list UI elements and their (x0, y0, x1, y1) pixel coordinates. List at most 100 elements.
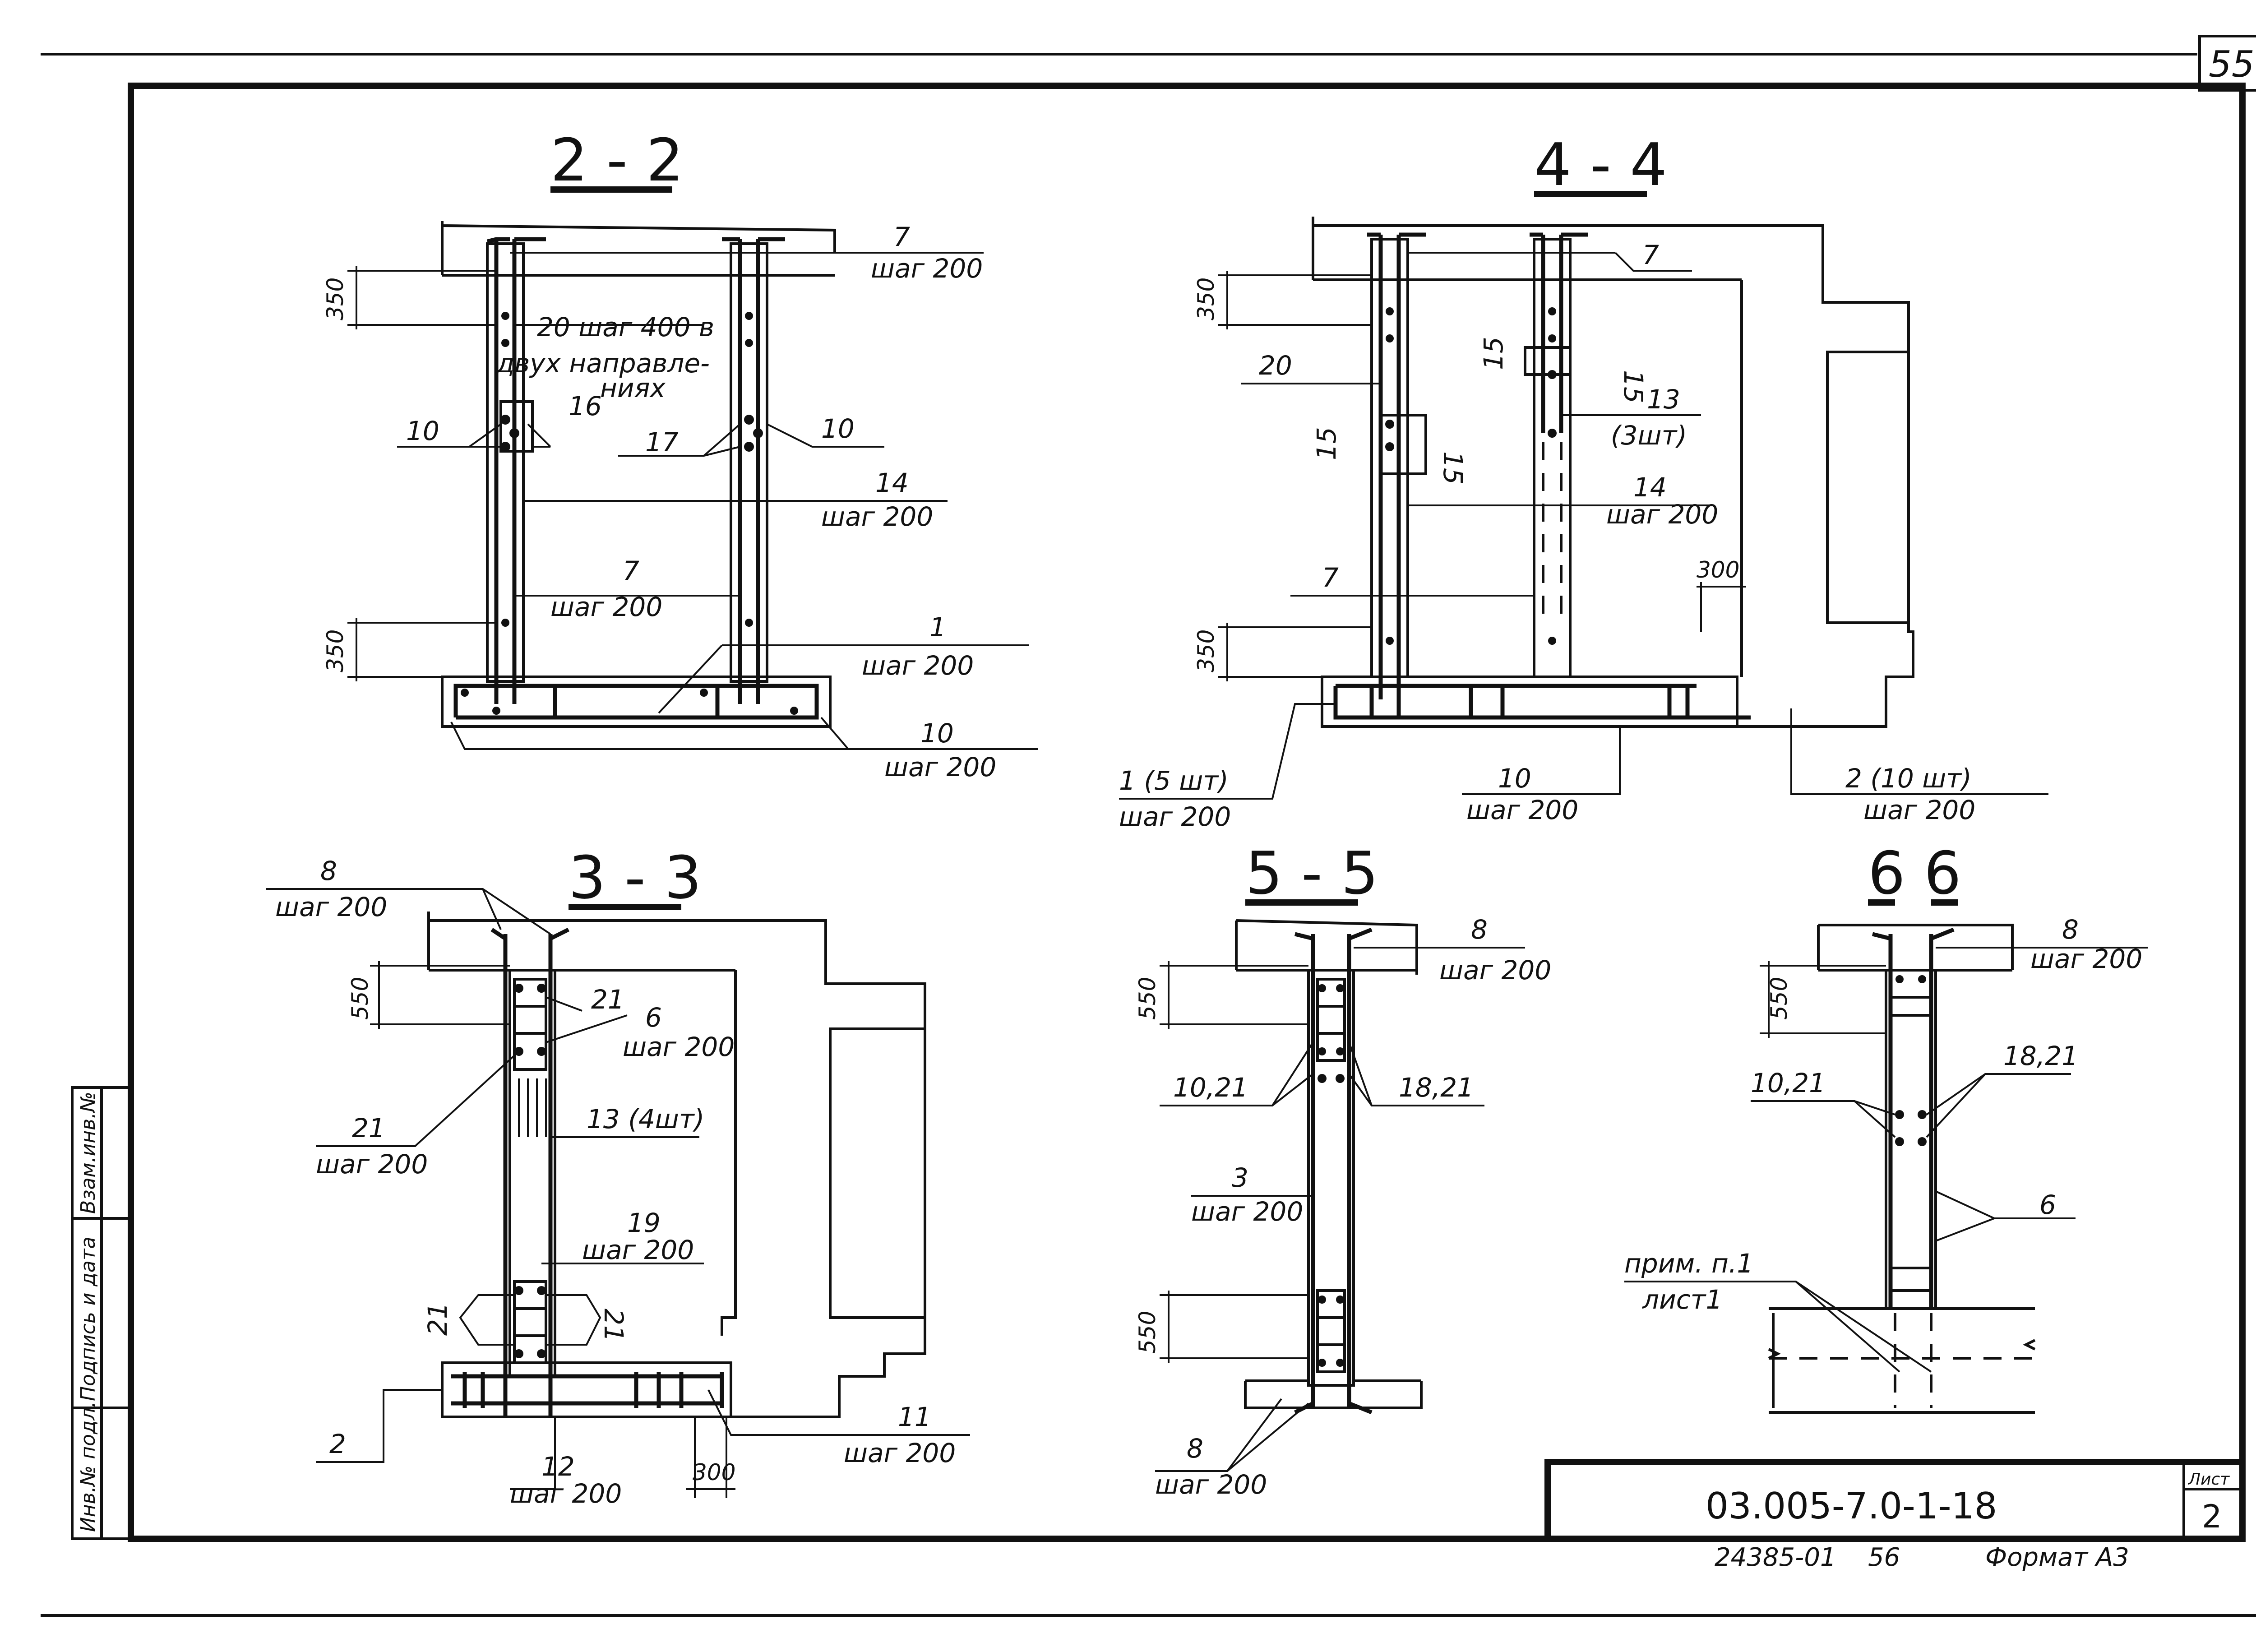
footer-code: 24385-01 (1715, 1543, 1836, 1572)
dim-350-bottom: 350 (1193, 629, 1219, 672)
label-1: 1 (5 шт) (1119, 765, 1229, 796)
label-7-mid: 7 (623, 555, 639, 586)
designation: 03.005-7.0-1-18 (1706, 1485, 1997, 1527)
dim-550: 550 (347, 977, 373, 1020)
label-3-step: шаг 200 (1191, 1196, 1303, 1227)
label-1-step: шаг 200 (1119, 801, 1231, 832)
dim-350-top: 350 (322, 278, 348, 320)
section-title: 3 - 3 (569, 843, 702, 912)
label-8: 8 (2062, 914, 2079, 945)
label-20-b: двух направле- (496, 348, 710, 379)
label-13-b: (3шт) (1611, 420, 1687, 451)
stamp-podpis: Подпись и дата (77, 1237, 100, 1401)
label-18-21: 18,21 (1399, 1072, 1474, 1103)
label-10: 10 (1498, 763, 1531, 794)
label-16: 16 (569, 391, 602, 421)
label-7-top: 7 (893, 222, 910, 252)
section-2-2: 2 - 2 (322, 126, 1038, 782)
dim-300: 300 (693, 1459, 735, 1485)
stamp-inv-podl: Инв.№ подл. (77, 1401, 100, 1532)
label-14: 14 (1633, 472, 1667, 503)
page-number: 55 (2209, 43, 2255, 85)
stamp-vzam: Взам.инв.№ (77, 1092, 100, 1214)
label-8-step: шаг 200 (275, 892, 387, 922)
label-21-d: 21 (598, 1309, 629, 1342)
section-title: 6 6 (1868, 839, 1961, 907)
label-20-c: ниях (600, 373, 666, 403)
dim-550-bottom: 550 (1134, 1311, 1160, 1354)
label-11-step: шаг 200 (844, 1438, 956, 1468)
dim-350-bottom: 350 (322, 629, 348, 672)
label-6-step: шаг 200 (623, 1032, 735, 1062)
dim-300: 300 (1697, 557, 1739, 583)
label-10-21: 10,21 (1751, 1068, 1826, 1098)
label-15-a: 15 (1478, 337, 1509, 370)
label-10-step: шаг 200 (1466, 795, 1578, 825)
label-18-21: 18,21 (2003, 1041, 2078, 1071)
label-8-step: шаг 200 (2030, 944, 2142, 974)
label-2: 2 (10 шт) (1845, 763, 1972, 794)
label-3: 3 (1232, 1162, 1248, 1193)
label-8: 8 (320, 856, 337, 886)
dim-550-top: 550 (1134, 977, 1160, 1020)
label-8-top-step: шаг 200 (1439, 955, 1551, 986)
sheet-number: 2 (2202, 1498, 2222, 1535)
dim-550: 550 (1766, 977, 1792, 1020)
label-10-base: 10 (920, 718, 954, 749)
label-15-c: 15 (1311, 427, 1342, 460)
label-17: 17 (645, 427, 679, 458)
label-8-bottom: 8 (1187, 1433, 1203, 1464)
label-6: 6 (645, 1002, 662, 1033)
section-4-4: 4 - 4 (1119, 130, 2048, 832)
label-13: 13 (1647, 384, 1680, 415)
label-21-b: 21 (352, 1113, 385, 1143)
sheet-frame: 55 (41, 35, 2256, 1617)
title-block: 03.005-7.0-1-18 Лист 2 24385-01 56 Форма… (1544, 1459, 2246, 1572)
sheet-label: Лист (2187, 1470, 2230, 1489)
label-20: 20 (1259, 350, 1292, 381)
section-3-3: 3 - 3 (266, 843, 970, 1509)
label-20: 20 шаг 400 в (537, 312, 714, 342)
label-note: прим. п.1 (1624, 1248, 1753, 1279)
label-19: 19 (627, 1208, 661, 1238)
label-7-top-step: шаг 200 (871, 253, 983, 284)
label-7-mid-step: шаг 200 (550, 592, 662, 622)
dim-350-top: 350 (1193, 278, 1219, 320)
label-7-top: 7 (1642, 240, 1659, 270)
label-2-step: шаг 200 (1863, 795, 1975, 825)
label-10-21: 10,21 (1173, 1072, 1248, 1103)
section-title: 2 - 2 (550, 126, 684, 194)
label-14-step: шаг 200 (821, 501, 933, 532)
label-7-mid: 7 (1322, 562, 1339, 593)
label-10-base-step: шаг 200 (884, 752, 996, 782)
label-11: 11 (898, 1402, 931, 1432)
footer-num: 56 (1868, 1543, 1900, 1572)
label-13: 13 (4шт) (587, 1104, 704, 1134)
label-1: 1 (929, 612, 946, 643)
section-6-6: 6 6 550 8 ша (1624, 839, 2148, 1414)
label-6: 6 (2039, 1189, 2056, 1220)
section-title: 5 - 5 (1245, 839, 1378, 907)
label-19-step: шаг 200 (582, 1235, 694, 1265)
side-stamp: Инв.№ подл. Подпись и дата Взам.инв.№ (71, 1086, 132, 1540)
label-14-step: шаг 200 (1606, 499, 1718, 530)
section-5-5: 5 - 5 550 550 (1134, 839, 1551, 1500)
label-15-d: 15 (1438, 451, 1468, 485)
section-title: 4 - 4 (1534, 130, 1667, 199)
label-21-c: 21 (422, 1302, 453, 1336)
label-12: 12 (541, 1451, 575, 1482)
label-14: 14 (875, 467, 909, 498)
label-21-b-step: шаг 200 (316, 1149, 428, 1180)
label-note-2: лист1 (1642, 1284, 1722, 1315)
label-15-b: 15 (1618, 370, 1649, 403)
label-8-bottom-step: шаг 200 (1155, 1469, 1267, 1500)
label-10-right: 10 (821, 413, 855, 444)
label-12-step: шаг 200 (510, 1478, 622, 1509)
format-label: Формат А3 (1985, 1543, 2129, 1572)
label-21-a: 21 (591, 984, 624, 1015)
label-2: 2 (329, 1429, 346, 1459)
label-1-step: шаг 200 (862, 650, 974, 681)
label-10-left: 10 (406, 416, 439, 446)
label-8-top: 8 (1471, 914, 1488, 945)
